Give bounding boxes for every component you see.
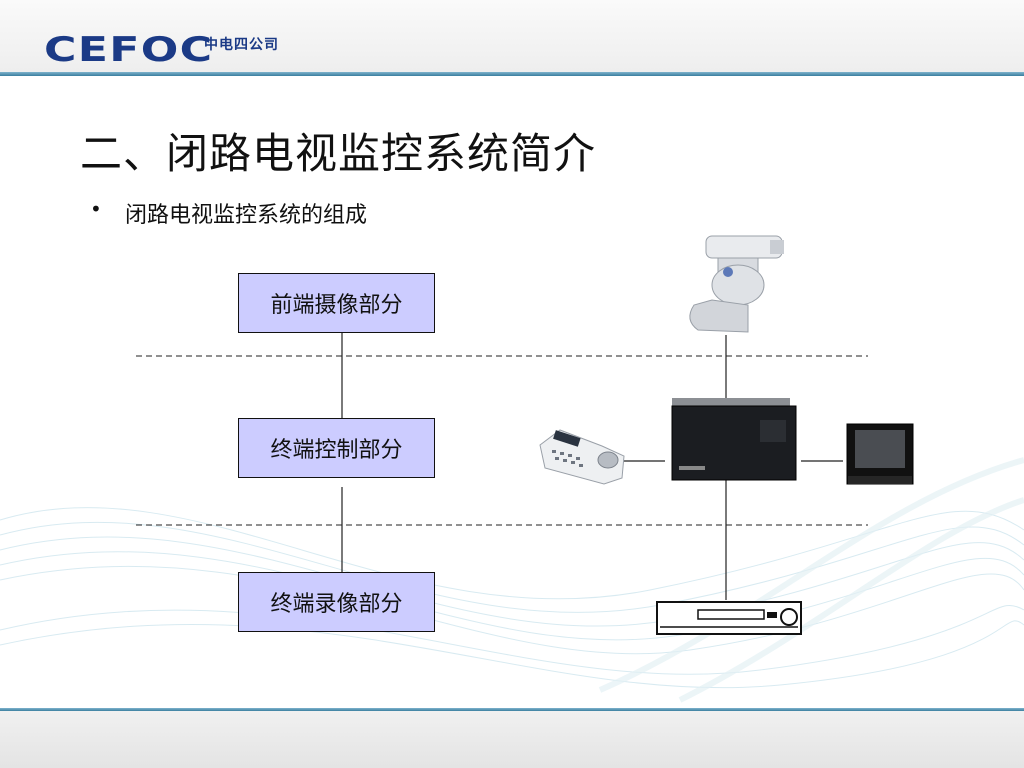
part-box-terminal-recording: 终端录像部分 bbox=[238, 572, 435, 632]
crt-monitor-icon bbox=[847, 424, 913, 484]
part-box-terminal-control: 终端控制部分 bbox=[238, 418, 435, 478]
control-keyboard-icon bbox=[540, 430, 624, 484]
part-box-front-camera: 前端摄像部分 bbox=[238, 273, 435, 333]
matrix-controller-icon bbox=[672, 398, 796, 480]
ptz-camera-icon bbox=[690, 236, 784, 332]
vcr-recorder-icon bbox=[657, 602, 801, 634]
